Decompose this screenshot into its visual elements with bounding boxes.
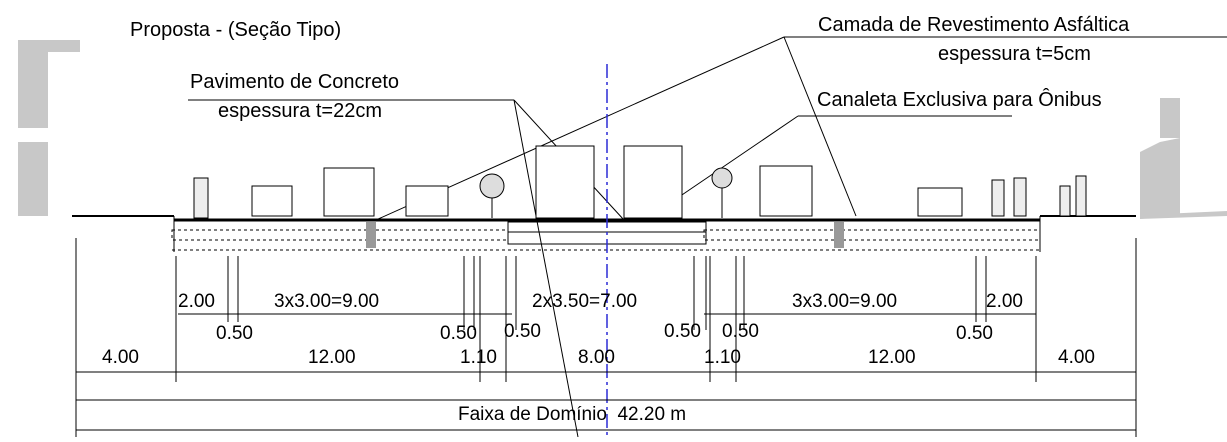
concrete-callout-title: Pavimento de Concreto — [190, 71, 400, 93]
dim-left-median: 1.10 — [460, 347, 497, 368]
dim-right-sidewalk: 4.00 — [1058, 347, 1095, 368]
dim-offset-a: 0.50 — [216, 323, 253, 344]
dim-right-median: 1.10 — [704, 347, 741, 368]
road-surface — [72, 215, 1136, 252]
dim-bus-lanes: 2x3.50=7.00 — [532, 291, 638, 312]
dim-right-lanes: 3x3.00=9.00 — [792, 291, 898, 312]
drawing-title: Proposta - (Seção Tipo) — [130, 19, 342, 41]
right-joint — [834, 222, 844, 248]
right-building — [1140, 98, 1227, 219]
dim-left-shoulder: 2.00 — [178, 291, 215, 312]
right-of-way-value: 42.20 m — [617, 404, 687, 425]
dim-center-busway: 8.00 — [578, 347, 615, 368]
dim-left-roadway: 12.00 — [308, 347, 356, 368]
dim-left-sidewalk: 4.00 — [102, 347, 139, 368]
asphalt-callout-title: Camada de Revestimento Asfáltica — [818, 14, 1130, 36]
dim-offset-f: 0.50 — [956, 323, 993, 344]
right-of-way-text: Faixa de Domínio — [458, 404, 607, 425]
dimension-lines — [75, 238, 1137, 437]
left-building — [18, 40, 80, 216]
dim-offset-d: 0.50 — [664, 321, 701, 342]
dim-right-shoulder: 2.00 — [986, 291, 1023, 312]
left-joint — [366, 222, 376, 248]
dim-left-lanes: 3x3.00=9.00 — [274, 291, 380, 312]
dim-offset-c: 0.50 — [504, 321, 541, 342]
leader-lines — [188, 36, 1227, 438]
traffic-elements — [193, 145, 1087, 219]
dim-offset-b: 0.50 — [440, 323, 477, 344]
dim-right-roadway: 12.00 — [868, 347, 916, 368]
bus-lane-callout: Canaleta Exclusiva para Ônibus — [817, 89, 1102, 111]
trees — [479, 167, 733, 218]
dim-offset-e: 0.50 — [722, 321, 759, 342]
asphalt-callout-thickness: espessura t=5cm — [938, 43, 1091, 65]
concrete-callout-thickness: espessura t=22cm — [218, 100, 382, 122]
right-of-way-label: Faixa de Domínio 42.20 m — [458, 405, 686, 424]
